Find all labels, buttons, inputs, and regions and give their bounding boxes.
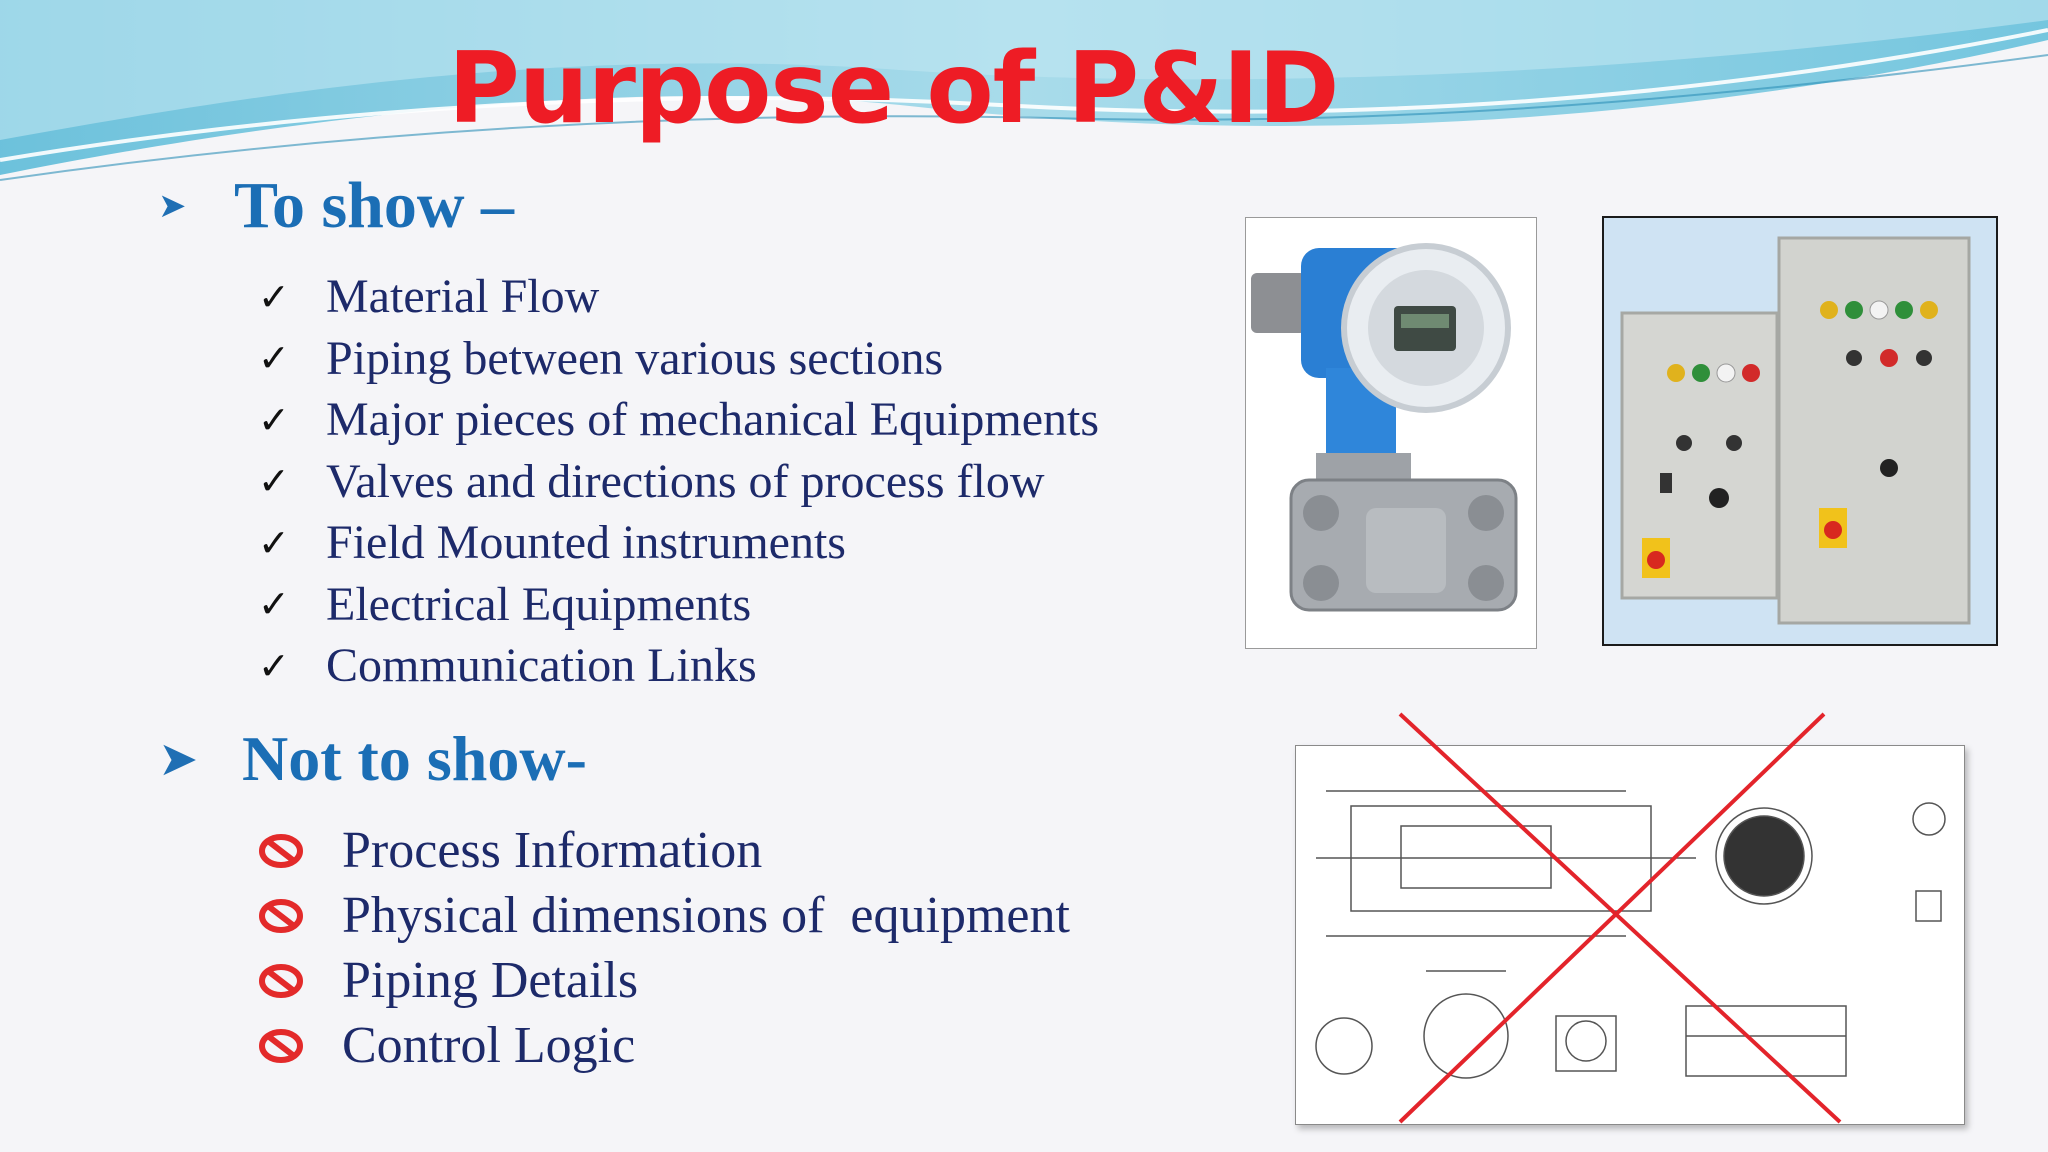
list-item: ✓ Communication Links bbox=[258, 635, 1099, 697]
list-item-label: Control Logic bbox=[342, 1017, 636, 1074]
show-section-label: To show – bbox=[234, 169, 515, 242]
checkmark-icon: ✓ bbox=[258, 520, 290, 565]
list-item-label: Communication Links bbox=[326, 639, 757, 693]
header-wave-decoration bbox=[0, 0, 2048, 181]
engineering-drawing-image bbox=[1295, 745, 1965, 1125]
no-sign-icon bbox=[258, 832, 342, 870]
list-item-label: Valves and directions of process flow bbox=[326, 454, 1045, 508]
checkmark-icon: ✓ bbox=[258, 459, 290, 504]
list-item: Physical dimensions of equipment bbox=[258, 883, 1070, 948]
not-show-section-label: Not to show- bbox=[242, 723, 587, 794]
list-item: ✓ Material Flow bbox=[258, 266, 1099, 328]
list-item: ✓ Electrical Equipments bbox=[258, 574, 1099, 636]
pressure-transmitter-image bbox=[1245, 217, 1537, 649]
checkmark-icon: ✓ bbox=[258, 397, 290, 442]
no-sign-icon bbox=[258, 962, 342, 1000]
not-show-section-heading: ➤ Not to show- bbox=[158, 722, 587, 796]
list-item-label: Major pieces of mechanical Equipments bbox=[326, 393, 1100, 447]
list-item-label: Piping Details bbox=[342, 952, 639, 1009]
list-item: ✓ Field Mounted instruments bbox=[258, 512, 1099, 574]
checkmark-icon: ✓ bbox=[258, 643, 290, 688]
checkmark-icon: ✓ bbox=[258, 582, 290, 627]
control-panels-image bbox=[1602, 216, 1998, 646]
no-sign-icon bbox=[258, 897, 342, 935]
list-item-label: Field Mounted instruments bbox=[326, 516, 846, 570]
list-item: Piping Details bbox=[258, 948, 1070, 1013]
list-item: ✓ Major pieces of mechanical Equipments bbox=[258, 389, 1099, 451]
arrowhead-bullet-icon: ➤ bbox=[158, 186, 187, 226]
no-sign-icon bbox=[258, 1027, 342, 1065]
checkmark-icon: ✓ bbox=[258, 274, 290, 319]
show-list: ✓ Material Flow ✓ Piping between various s… bbox=[258, 266, 1099, 697]
list-item: Control Logic bbox=[258, 1013, 1070, 1078]
checkmark-icon: ✓ bbox=[258, 336, 290, 381]
list-item: ✓ Piping between various sections bbox=[258, 328, 1099, 390]
arrowhead-bullet-icon: ➤ bbox=[158, 731, 199, 787]
list-item-label: Electrical Equipments bbox=[326, 577, 752, 631]
list-item-label: Piping between various sections bbox=[326, 331, 944, 385]
list-item: Process Information bbox=[258, 818, 1070, 883]
list-item: ✓ Valves and directions of process flow bbox=[258, 451, 1099, 513]
slide-title: Purpose of P&ID bbox=[448, 32, 1339, 146]
list-item-label: Process Information bbox=[342, 822, 763, 879]
list-item-label: Material Flow bbox=[326, 270, 600, 324]
show-section-heading: ➤ To show – bbox=[158, 168, 514, 244]
list-item-label: Physical dimensions of equipment bbox=[342, 887, 1070, 944]
not-show-list: Process Information Physical dimensions … bbox=[258, 818, 1070, 1078]
